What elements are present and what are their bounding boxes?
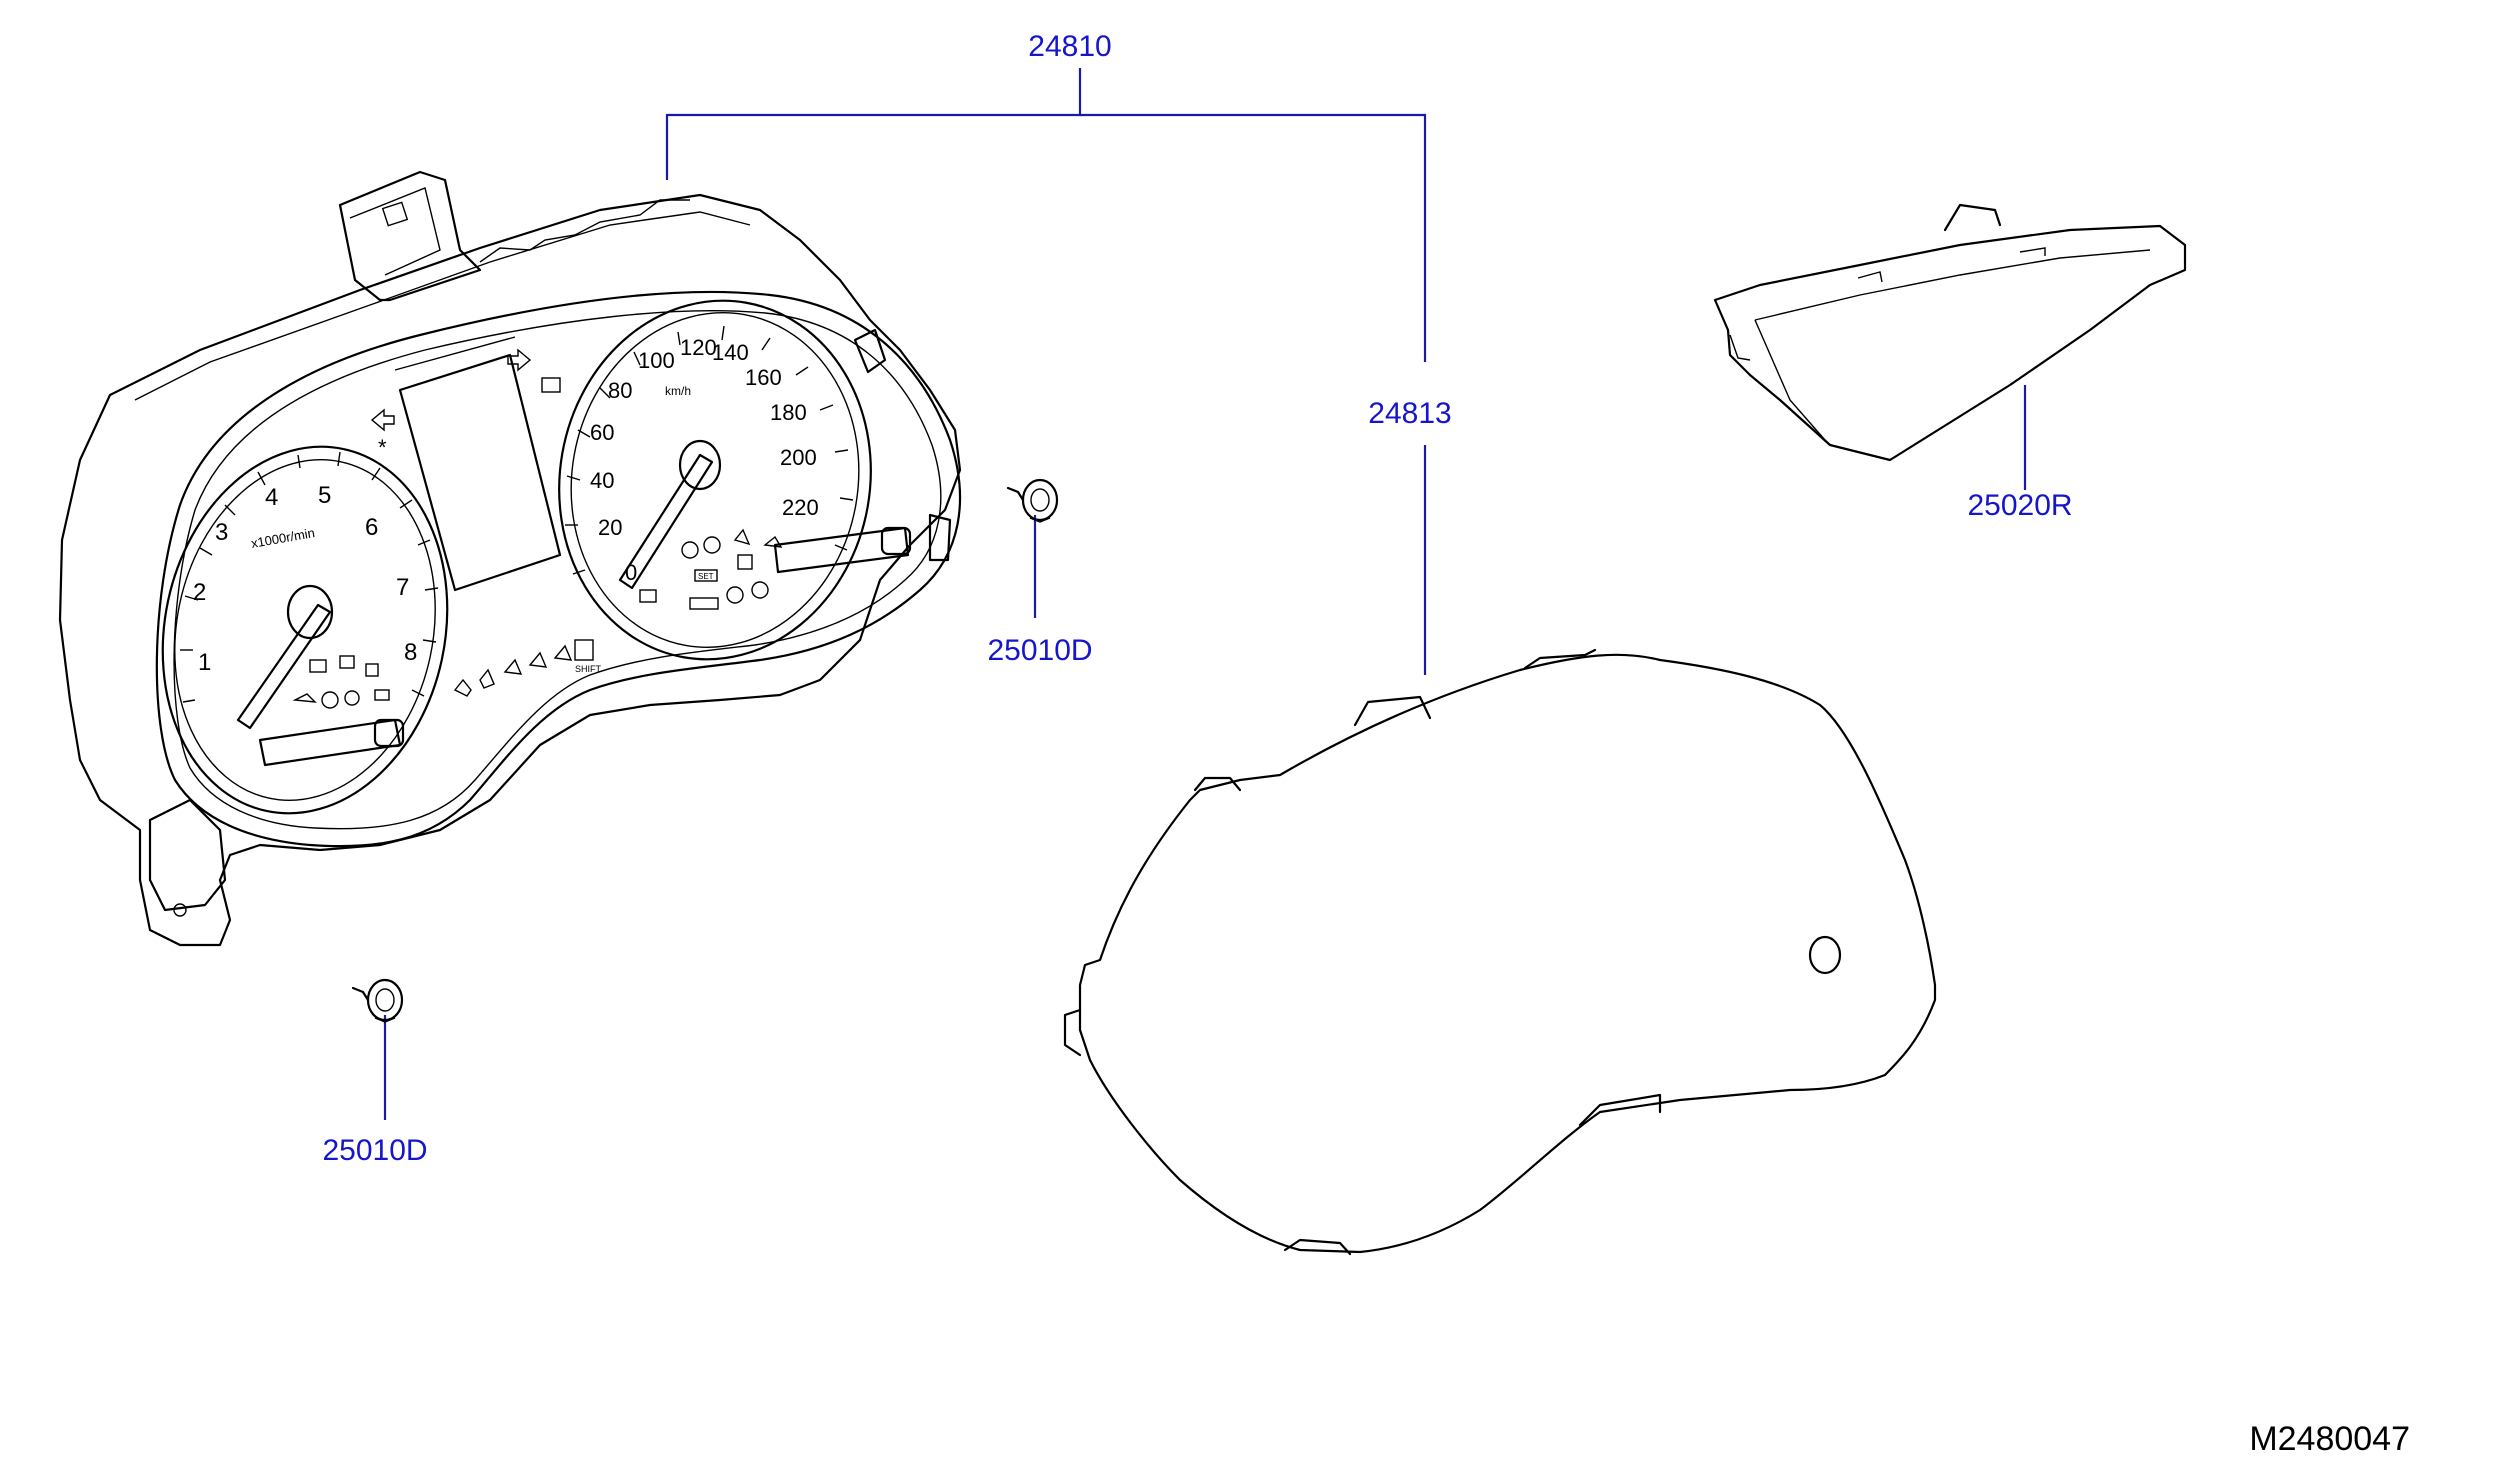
- set-indicator: SET: [698, 572, 714, 581]
- speed-warning-lamps: [639, 528, 783, 610]
- screw-25010d-right[interactable]: [1006, 478, 1059, 523]
- upper-cover-25020r[interactable]: [1713, 203, 2187, 462]
- leader-24810: [665, 68, 1427, 362]
- center-snow-icon: *: [378, 435, 387, 460]
- speedometer: 0 20 40 60 80 100 120 140 160 180 200 22…: [558, 299, 912, 661]
- tach-number-6: 6: [365, 514, 378, 541]
- combination-meter-assembly: 1 2 3 4 5 6 7 8 x1000r/min: [58, 170, 962, 947]
- speed-number-80: 80: [608, 378, 632, 403]
- speed-number-20: 20: [598, 515, 622, 540]
- speed-knob: [773, 526, 910, 574]
- speed-number-160: 160: [745, 365, 782, 390]
- speed-number-140: 140: [712, 340, 749, 365]
- center-display: [398, 353, 562, 592]
- speed-number-60: 60: [590, 420, 614, 445]
- speed-number-220: 220: [782, 495, 819, 520]
- speed-unit-label: km/h: [665, 384, 691, 398]
- tachometer: 1 2 3 4 5 6 7 8 x1000r/min: [161, 445, 449, 815]
- tach-warning-lamps: [292, 655, 390, 709]
- tach-number-5: 5: [318, 482, 331, 509]
- speed-number-40: 40: [590, 468, 614, 493]
- lower-indicator-row: [453, 639, 594, 697]
- speed-number-100: 100: [638, 348, 675, 373]
- speed-arrow-icon: [507, 348, 532, 372]
- callout-24813[interactable]: 24813: [1368, 397, 1451, 430]
- tach-number-7: 7: [396, 574, 409, 601]
- callout-25010d-left[interactable]: 25010D: [322, 1134, 427, 1167]
- diagram-reference-number: M2480047: [2249, 1420, 2410, 1458]
- tach-number-3: 3: [215, 519, 228, 546]
- callout-25020r[interactable]: 25020R: [1967, 489, 2072, 522]
- meter-lens-24813[interactable]: [1063, 648, 1937, 1256]
- tach-number-8: 8: [404, 639, 417, 666]
- callout-24810[interactable]: 24810: [1028, 30, 1111, 63]
- shift-indicator: SHIFT: [575, 664, 602, 674]
- speed-needle: [618, 453, 714, 590]
- speed-number-180: 180: [770, 400, 807, 425]
- callout-25010d-right[interactable]: 25010D: [987, 634, 1092, 667]
- tach-unit-label: x1000r/min: [250, 525, 316, 551]
- tach-number-1: 1: [198, 649, 211, 676]
- center-arrow-icon: [370, 408, 395, 432]
- speed-number-200: 200: [780, 445, 817, 470]
- tach-needle: [236, 603, 332, 730]
- screw-25010d-left[interactable]: [351, 978, 404, 1023]
- speed-number-120: 120: [680, 335, 717, 360]
- tach-number-4: 4: [265, 484, 278, 511]
- tach-number-2: 2: [193, 579, 206, 606]
